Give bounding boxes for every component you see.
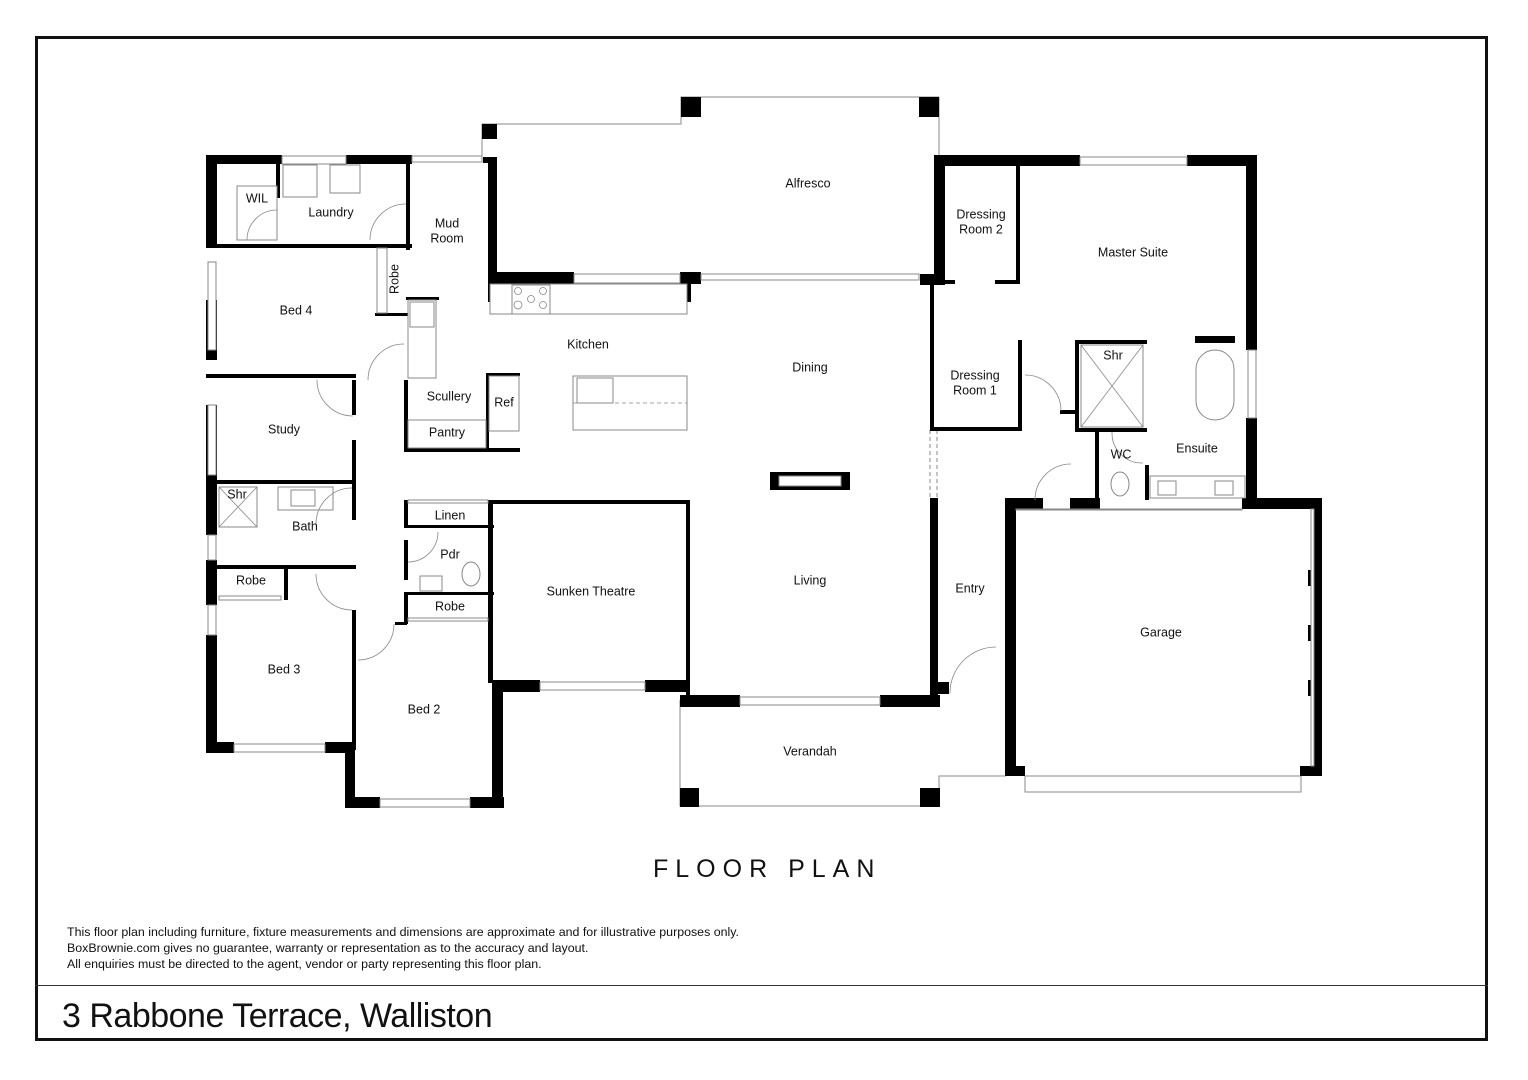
disclaimer: This floor plan including furniture, fix… bbox=[67, 924, 739, 972]
room-label-kitchen: Kitchen bbox=[567, 337, 609, 352]
room-label-linen: Linen bbox=[434, 508, 466, 523]
room-label-robe-bed-2: Robe bbox=[435, 599, 465, 614]
room-label-dressing-room-2-line2: Room 2 bbox=[959, 222, 1003, 237]
page-border bbox=[35, 36, 1488, 1041]
room-label-bath-shower: Shr bbox=[227, 487, 247, 502]
room-label-ensuite: Ensuite bbox=[1176, 441, 1218, 456]
room-label-robe-bed-3: Robe bbox=[236, 573, 266, 588]
room-label-pdr: Pdr bbox=[440, 547, 460, 562]
room-label-scullery: Scullery bbox=[426, 389, 472, 404]
fixture-lines bbox=[218, 203, 1144, 694]
disclaimer-line: All enquiries must be directed to the ag… bbox=[67, 957, 542, 971]
disclaimer-line: This floor plan including furniture, fix… bbox=[67, 925, 739, 939]
footer-divider bbox=[35, 985, 1488, 986]
room-label-sunken-theatre: Sunken Theatre bbox=[546, 584, 636, 599]
room-label-wc: WC bbox=[1110, 447, 1132, 462]
room-label-bath: Bath bbox=[292, 519, 318, 534]
room-label-pantry: Pantry bbox=[428, 425, 466, 440]
room-label-study: Study bbox=[268, 422, 300, 437]
room-label-garage: Garage bbox=[1140, 625, 1182, 640]
room-label-bed-3: Bed 3 bbox=[267, 662, 301, 677]
property-address: 3 Rabbone Terrace, Walliston bbox=[62, 997, 493, 1035]
room-label-master-suite: Master Suite bbox=[1097, 245, 1169, 260]
room-label-mud-room-line2: Room bbox=[430, 231, 464, 246]
room-label-robe-bed-4: Robe bbox=[387, 264, 402, 294]
room-label-laundry: Laundry bbox=[308, 205, 354, 220]
plan-title: FLOOR PLAN bbox=[653, 855, 882, 883]
room-label-bed-4: Bed 4 bbox=[279, 303, 313, 318]
room-label-dressing-room-1-line1: Dressing bbox=[950, 368, 1000, 383]
room-label-ref: Ref bbox=[494, 395, 514, 410]
room-label-dressing-room-2-line1: Dressing bbox=[956, 207, 1006, 222]
room-label-mud-room-line1: Mud bbox=[434, 216, 460, 231]
room-label-bed-2: Bed 2 bbox=[407, 702, 441, 717]
room-label-ensuite-shower: Shr bbox=[1103, 348, 1123, 363]
room-label-living: Living bbox=[793, 573, 827, 588]
room-label-verandah: Verandah bbox=[783, 744, 837, 759]
disclaimer-line: BoxBrownie.com gives no guarantee, warra… bbox=[67, 941, 589, 955]
room-label-dining: Dining bbox=[792, 360, 828, 375]
room-label-entry: Entry bbox=[955, 581, 985, 596]
room-label-wil: WIL bbox=[245, 191, 269, 206]
room-label-alfresco: Alfresco bbox=[785, 176, 831, 191]
room-label-dressing-room-1-line2: Room 1 bbox=[953, 383, 997, 398]
